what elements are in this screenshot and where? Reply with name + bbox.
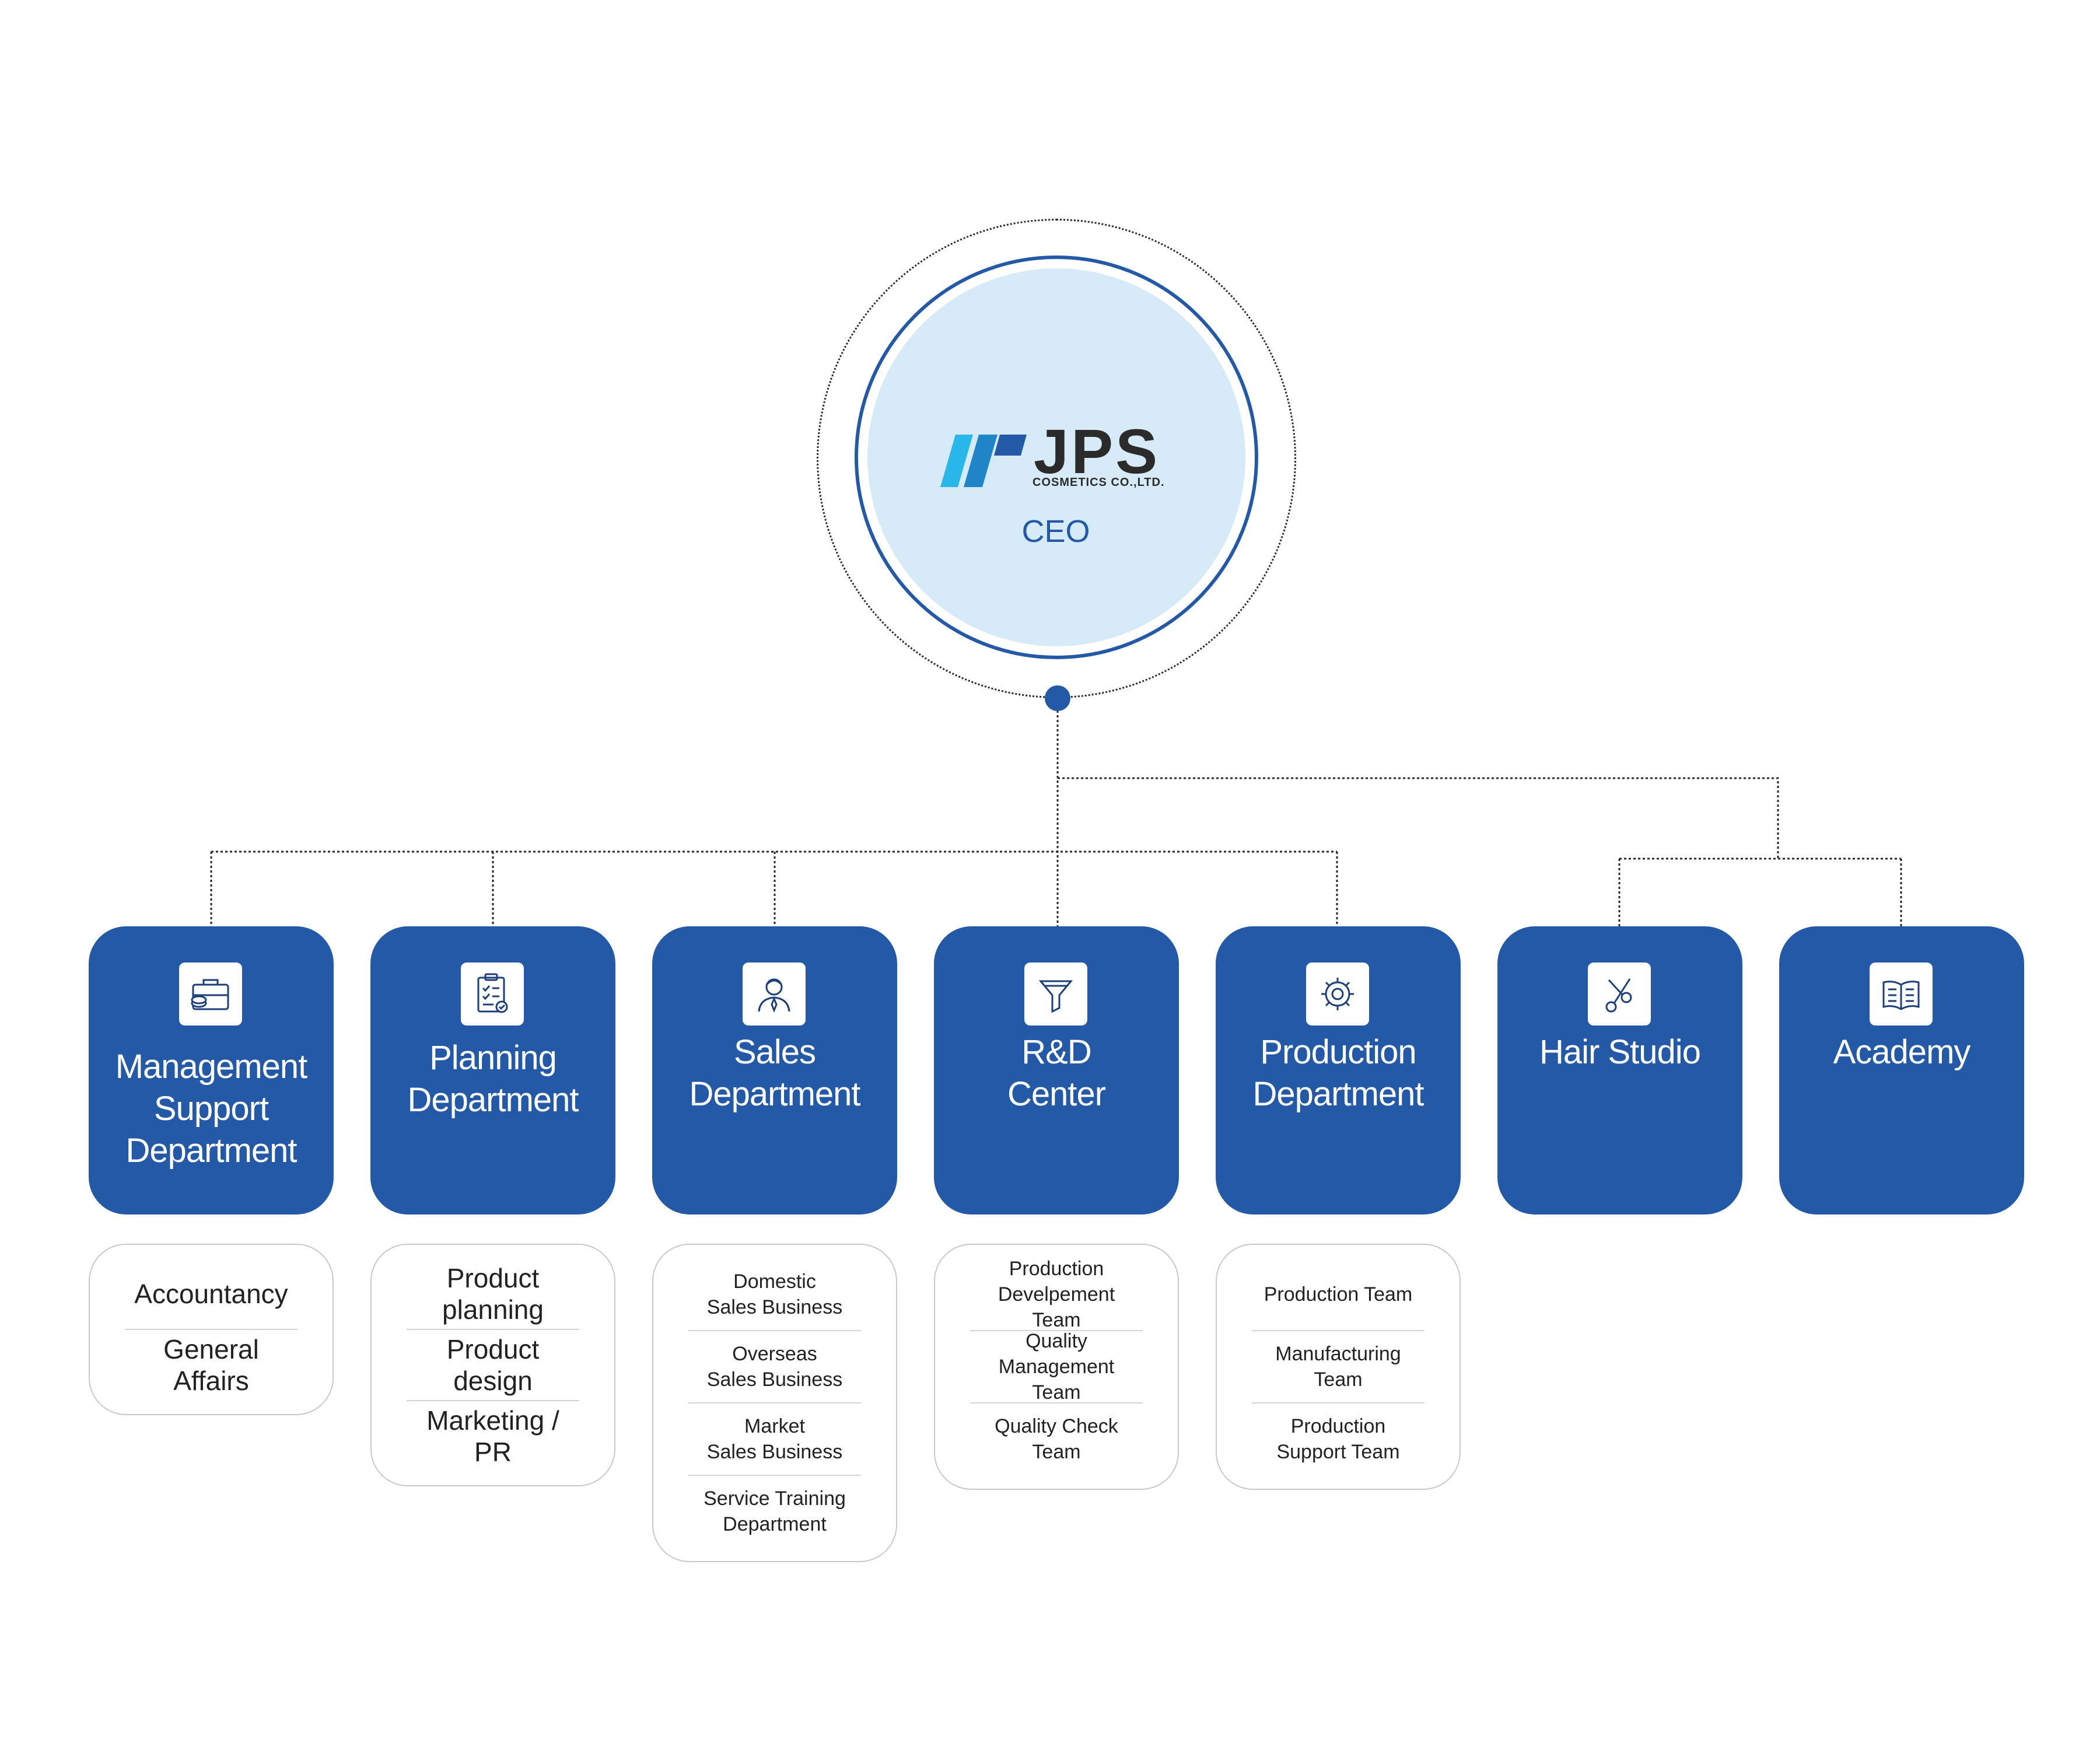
dept-name: Sales Department xyxy=(689,1033,860,1113)
ceo-title: CEO xyxy=(1021,514,1090,549)
dept-name: R&D Center xyxy=(1007,1033,1106,1113)
dept-hair-studio: Hair Studio xyxy=(1497,926,1742,1214)
team-item: Service Training Department xyxy=(688,1475,861,1547)
jps-logo-mark-icon xyxy=(940,435,1027,487)
logo-subtitle: COSMETICS CO.,LTD. xyxy=(1032,476,1165,489)
team-item: Marketing / PR xyxy=(407,1400,579,1471)
team-item: Production Develpement Team xyxy=(998,1258,1115,1331)
salesperson-icon xyxy=(743,963,806,1026)
team-item: General Affairs xyxy=(125,1329,298,1400)
team-item: Market Sales Business xyxy=(688,1402,861,1475)
team-item: Quality Management Team xyxy=(970,1330,1143,1404)
teams-rnd-center: Production Develpement Team Quality Mana… xyxy=(934,1244,1179,1490)
dept-academy: Academy xyxy=(1779,926,2024,1214)
team-item: Product planning xyxy=(442,1263,544,1325)
team-item: Manufacturing Team xyxy=(1252,1330,1424,1402)
dept-management-support: Management Support Department xyxy=(89,926,334,1214)
dept-name: Production Department xyxy=(1252,1033,1424,1113)
team-item: Quality Check Team xyxy=(970,1402,1143,1475)
scissors-icon xyxy=(1588,963,1651,1026)
ceo-connector-dot xyxy=(1045,685,1070,711)
team-item: Product design xyxy=(407,1329,579,1400)
teams-planning: Product planning Product design Marketin… xyxy=(370,1244,615,1486)
clipboard-check-icon xyxy=(461,963,524,1026)
filter-icon xyxy=(1024,963,1087,1026)
dept-sales: Sales Department xyxy=(652,926,897,1214)
dept-planning: Planning Department xyxy=(370,926,615,1214)
briefcase-icon xyxy=(179,963,242,1026)
dept-rnd-center: R&D Center xyxy=(934,926,1179,1214)
team-item: Production Team xyxy=(1264,1283,1413,1306)
ceo-node xyxy=(867,268,1245,646)
dept-name: Management Support Department xyxy=(115,1048,308,1170)
teams-sales: Domestic Sales Business Overseas Sales B… xyxy=(652,1244,897,1562)
gear-icon xyxy=(1306,963,1369,1026)
dept-name: Hair Studio xyxy=(1539,1033,1701,1071)
dept-name: Academy xyxy=(1833,1033,1971,1071)
logo-name: JPS xyxy=(1034,416,1160,487)
team-item: Production Support Team xyxy=(1252,1402,1424,1475)
team-item: Overseas Sales Business xyxy=(688,1330,861,1402)
team-item: Accountancy xyxy=(134,1279,288,1309)
dept-name: Planning Department xyxy=(407,1039,579,1119)
teams-management-support: Accountancy General Affairs xyxy=(89,1244,334,1415)
connector-side-branch xyxy=(1058,777,1779,859)
dept-production: Production Department xyxy=(1216,926,1461,1214)
open-book-icon xyxy=(1870,963,1933,1026)
team-item: Domestic Sales Business xyxy=(706,1270,843,1318)
teams-production: Production Team Manufacturing Team Produ… xyxy=(1216,1244,1461,1490)
